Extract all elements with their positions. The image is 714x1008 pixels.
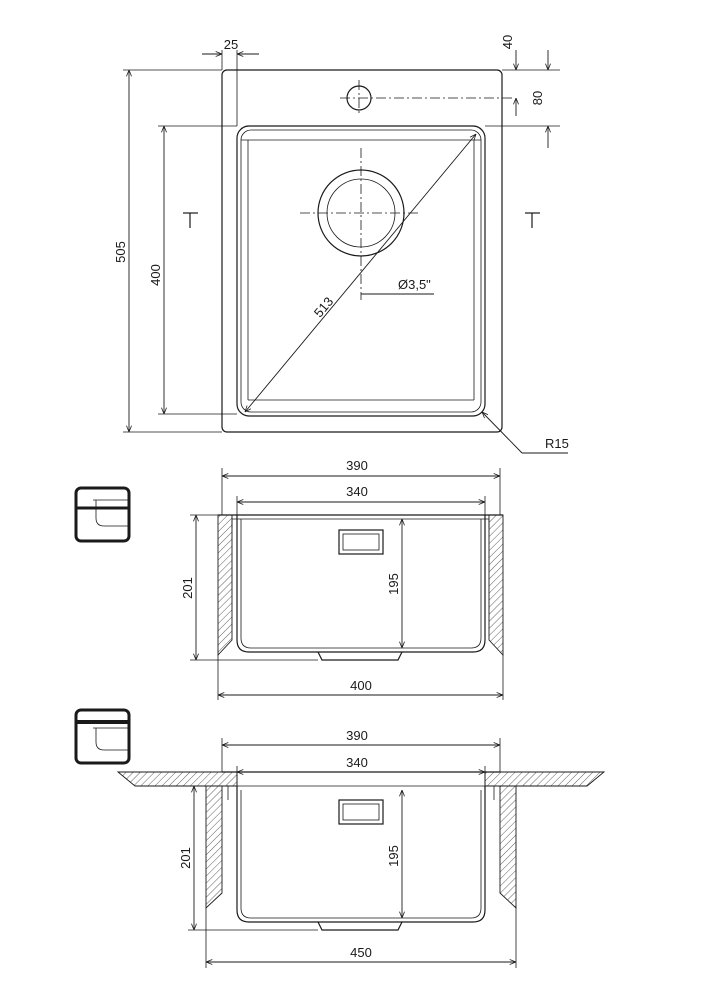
dim-bowl-length: 400 — [148, 264, 163, 286]
dim-bowl-depth-2: 195 — [386, 845, 401, 867]
top-view: 513 Ø3,5" R15 25 40 80 505 400 — [113, 35, 569, 454]
dim-tap-offset: 40 — [500, 35, 515, 49]
dim-tap-to-bowl: 80 — [530, 91, 545, 105]
dim-total-length: 505 — [113, 241, 128, 263]
dim-radius: R15 — [545, 436, 569, 451]
dim-flange-offset: 25 — [224, 37, 238, 52]
flush-install-icon — [74, 708, 131, 765]
undermount-install-icon — [74, 486, 131, 543]
dim-outer-width-2: 390 — [346, 728, 368, 743]
dim-cutout: 400 — [350, 678, 372, 693]
dim-outer-width: 390 — [346, 458, 368, 473]
dim-cutout-2: 450 — [350, 945, 372, 960]
dim-total-depth: 201 — [180, 577, 195, 599]
overflow-opening — [338, 529, 384, 555]
dim-bowl-width: 340 — [346, 484, 368, 499]
dim-waste: Ø3,5" — [398, 277, 431, 292]
dim-diagonal: 513 — [311, 294, 336, 320]
bowl-section-outline-2 — [236, 786, 486, 923]
bowl-outline — [236, 125, 486, 417]
dim-total-depth-2: 201 — [178, 847, 193, 869]
overflow-opening-2 — [338, 799, 384, 825]
dim-bowl-depth: 195 — [386, 573, 401, 595]
flush-section: 390 340 201 195 450 — [116, 728, 606, 968]
sink-flange-outline — [221, 69, 503, 433]
dim-bowl-width-2: 340 — [346, 755, 368, 770]
undermount-section: 390 340 201 195 400 — [180, 458, 504, 700]
bowl-section-outline — [236, 515, 486, 653]
